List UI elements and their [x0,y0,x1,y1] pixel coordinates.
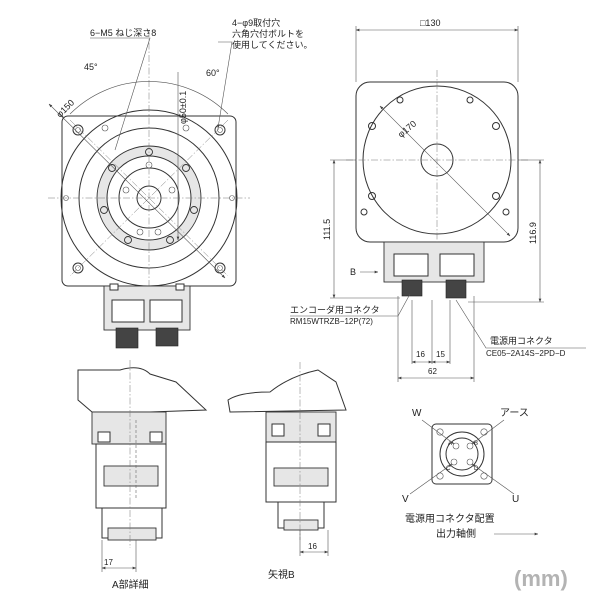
dim-16-rear: 16 [416,350,425,359]
pin-a-label: A [448,441,452,447]
pin-layout-outer-ring [439,431,485,477]
view-b-caption: 矢視B [268,568,295,581]
front-connector-plug-left [115,327,139,349]
height-left-label: 111.5 [322,219,332,240]
power-connector-pin-layout: A B C D W アース V U 電源用コネクタ配置 出力軸側 [402,408,539,540]
view-b: 16 矢視B [227,362,347,581]
rear-view: □130 φ170 111.5 116.9 B エンコーダ用コネクタ RM15W… [290,18,586,382]
front-connector-plug-right [155,327,179,347]
pin-layout-inner-ring [445,437,479,471]
pin-b-label: B [474,441,478,447]
pin-earth-label: アース [500,408,529,419]
pin-c-label: C [446,466,451,472]
encoder-connector-part: RM15WTRZB−12P(72) [290,317,373,326]
callout-mount-holes-2: 六角穴付ボルトを [232,28,304,39]
front-view: 6−M5 ねじ深さ8 4−φ9取付穴 六角穴付ボルトを 使用してください。 45… [48,17,312,349]
detail-a-view: 17 A部詳細 [77,360,208,591]
pin-c [450,458,458,466]
callout-mount-holes-1: 4−φ9取付穴 [232,17,280,28]
detail-a-caption: A部詳細 [112,578,149,591]
callout-mount-holes-3: 使用してください。 [232,39,312,50]
callout-tapped-holes: 6−M5 ねじ深さ8 [90,28,156,38]
rear-connector-encoder [401,279,423,297]
detail-a-housing-top [77,367,208,413]
pin-u-label: U [512,494,519,505]
power-connector-label: 電源用コネクタ [490,336,553,346]
pin-layout-caption-1: 電源用コネクタ配置 [405,512,495,525]
dim-17-detail-a: 17 [104,558,113,567]
pin-layout-caption-2: 出力軸側 [436,527,476,540]
pin-d-label: D [474,466,479,472]
height-right-label: 116.9 [528,222,538,244]
flange-size-label: □130 [420,18,440,28]
pin-a [452,442,460,450]
pin-v-label: V [402,494,409,505]
angle-right-label: 60° [206,68,220,78]
view-b-housing-top [227,369,347,413]
power-connector-part: CE05−2A14S−2PD−D [486,349,566,358]
pin-d [466,458,474,466]
dim-15-rear: 15 [436,350,445,359]
pin-layout-flange [431,423,493,485]
rear-connector-power [445,279,467,299]
angle-left-label: 45° [84,62,98,72]
unit-label: (mm) [514,566,568,591]
dia-pilot-label: φ50±0.1 [178,91,188,124]
pin-w-label: W [412,408,422,419]
pin-b [466,442,474,450]
arrow-b-label: B [350,267,356,277]
dim-62-rear: 62 [428,367,437,376]
encoder-connector-label: エンコーダ用コネクタ [290,304,380,315]
dim-16-view-b: 16 [308,542,317,551]
